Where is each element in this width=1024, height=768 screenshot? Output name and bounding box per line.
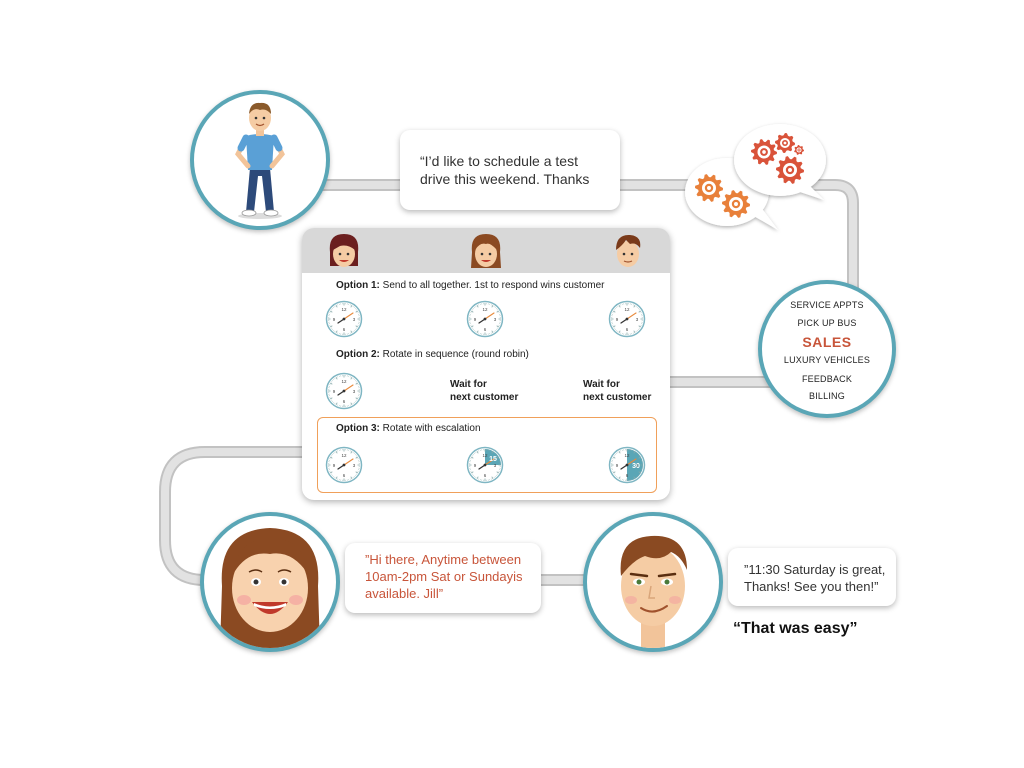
option-2-label: Option 2: Rotate in sequence (round robi… [336,349,529,360]
thinking-gears [685,124,826,230]
closing-quote: “That was easy” [733,620,858,637]
thought-bubble-large [734,124,826,200]
customer-avatar [190,90,330,230]
gear-icon [751,139,777,165]
menu-item-luxury-vehicles[interactable]: LUXURY VEHICLES [783,355,871,365]
wait-label-agent-2: Wait for next customer [450,379,519,403]
svg-text:12: 12 [624,453,630,458]
svg-text:9: 9 [333,389,336,394]
svg-text:9: 9 [333,463,336,468]
routing-options-panel: Option 1: Send to all together. 1st to r… [302,228,670,500]
svg-text:9: 9 [616,317,619,322]
menu-item-pick-up-bus[interactable]: PICK UP BUS [797,318,857,328]
option-1-label: Option 1: Send to all together. 1st to r… [336,280,605,291]
svg-text:12: 12 [341,379,347,384]
svg-text:9: 9 [474,463,477,468]
svg-text:6: 6 [626,473,629,478]
svg-text:6: 6 [343,327,346,332]
svg-text:9: 9 [333,317,336,322]
svg-text:3: 3 [636,463,639,468]
smiling-woman-icon [220,528,320,648]
svg-text:12: 12 [482,453,488,458]
svg-text:6: 6 [343,399,346,404]
svg-text:3: 3 [494,463,497,468]
customer-message-text: “I’d like to schedule a test drive this … [420,153,590,187]
clock-icon: 12 3 6 9 [325,372,363,410]
agent-reply-bubble: ”Hi there, Anytime between 10am-2pm Sat … [345,543,541,613]
agent-woman-dark-icon [329,234,359,267]
svg-text:6: 6 [343,473,346,478]
svg-text:3: 3 [353,389,356,394]
agent-man-icon [616,234,641,267]
gear-icon [775,133,795,153]
agent-woman-brown-icon [471,234,501,268]
svg-text:9: 9 [474,317,477,322]
escalation-option-box [317,417,657,493]
option-3-label: Option 3: Rotate with escalation [336,423,481,434]
clock-icon: 12 3 6 9 [466,300,504,338]
department-menu: SERVICE APPTS PICK UP BUS SALES LUXURY V… [758,280,896,418]
agents-header [302,228,670,273]
gear-icon [776,156,804,184]
timer-15-clock-icon: 12 3 6 9 [466,446,504,484]
gear-icon [695,174,723,202]
agent-jill-avatar [200,512,340,652]
svg-text:6: 6 [484,327,487,332]
svg-text:3: 3 [636,317,639,322]
customer-message-bubble: “I’d like to schedule a test drive this … [400,130,620,210]
svg-text:3: 3 [353,463,356,468]
gear-icon [794,145,804,155]
customer-face-avatar [583,512,723,652]
customer-reply-text: ”11:30 Saturday is great, Thanks! See yo… [744,562,886,594]
wait-label-agent-3: Wait for next customer [583,379,652,403]
gear-icon [695,133,804,218]
clock-icon: 12 3 6 9 [608,300,646,338]
svg-text:9: 9 [616,463,619,468]
svg-text:12: 12 [624,307,630,312]
standing-man-icon [235,102,285,219]
smiling-man-icon [620,535,687,648]
svg-text:6: 6 [484,473,487,478]
menu-item-feedback[interactable]: FEEDBACK [801,374,853,384]
svg-text:3: 3 [353,317,356,322]
timer-30-clock-icon: 12 3 6 9 [608,446,646,484]
svg-text:12: 12 [341,453,347,458]
customer-reply-bubble: ”11:30 Saturday is great, Thanks! See yo… [728,548,896,606]
gear-icon [722,190,750,218]
menu-item-sales[interactable]: SALES [802,334,852,350]
svg-text:3: 3 [494,317,497,322]
menu-item-billing[interactable]: BILLING [809,391,845,401]
svg-text:12: 12 [341,307,347,312]
clock-icon: 12 3 6 9 [325,446,363,484]
clock-icon: 12 3 6 9 [325,300,363,338]
menu-item-service-appts[interactable]: SERVICE APPTS [790,300,864,310]
svg-text:6: 6 [626,327,629,332]
agent-reply-text: ”Hi there, Anytime between 10am-2pm Sat … [365,552,523,601]
svg-text:12: 12 [482,307,488,312]
